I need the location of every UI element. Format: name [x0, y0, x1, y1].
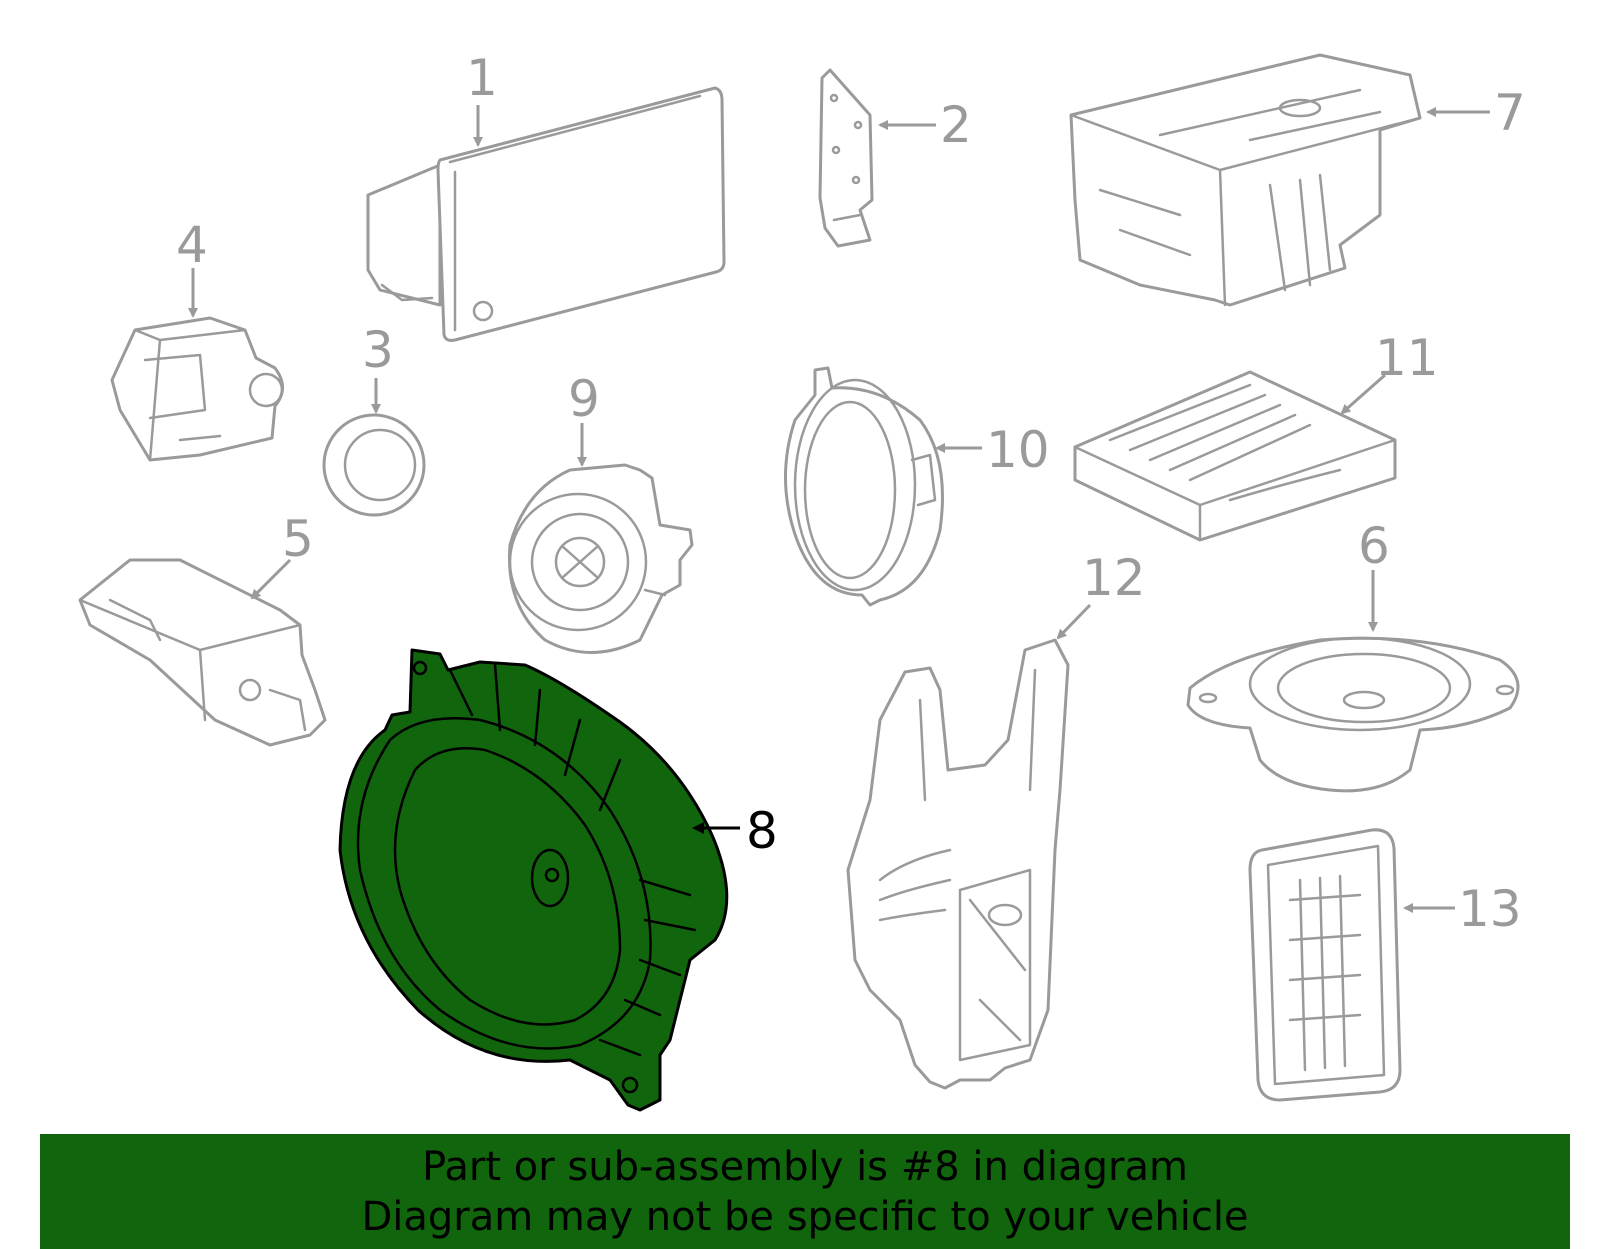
callout-10: 10: [986, 421, 1050, 479]
part-3-ring[interactable]: [322, 413, 426, 517]
part-7-module[interactable]: [1069, 53, 1422, 307]
callout-11: 11: [1375, 329, 1439, 387]
part-8-speaker-highlighted[interactable]: [338, 648, 729, 1112]
leader-11: [1340, 373, 1386, 415]
banner-line-2: Diagram may not be specific to your vehi…: [361, 1194, 1249, 1240]
parts-diagram: 1 2 3 4 5 6 7 8 9 10 11 12 13: [78, 49, 1526, 1112]
callout-8: 8: [746, 802, 778, 860]
callout-2: 2: [940, 96, 972, 154]
callout-4: 4: [176, 216, 208, 274]
callout-9: 9: [568, 370, 600, 428]
info-banner: Part or sub-assembly is #8 in diagram Di…: [40, 1134, 1570, 1249]
banner-line-1: Part or sub-assembly is #8 in diagram: [422, 1144, 1188, 1190]
callout-6: 6: [1358, 517, 1390, 575]
leader-5: [250, 558, 292, 600]
callout-13: 13: [1458, 880, 1522, 938]
part-4-sensor[interactable]: [110, 316, 284, 462]
callout-7: 7: [1494, 84, 1526, 142]
callout-1: 1: [466, 49, 498, 107]
leader-12: [1056, 603, 1092, 640]
part-11-amplifier[interactable]: [1073, 370, 1397, 542]
part-10-adapter[interactable]: [784, 366, 944, 607]
part-1-display[interactable]: [366, 86, 726, 342]
callout-3: 3: [362, 321, 394, 379]
part-5-module[interactable]: [78, 558, 327, 747]
part-9-tweeter[interactable]: [507, 463, 694, 654]
part-6-speaker[interactable]: [1186, 636, 1520, 793]
part-12-mount[interactable]: [846, 638, 1070, 1090]
part-2-bracket[interactable]: [818, 68, 874, 248]
part-13-connector[interactable]: [1248, 828, 1402, 1102]
callout-12: 12: [1082, 549, 1146, 607]
callout-5: 5: [282, 510, 314, 568]
